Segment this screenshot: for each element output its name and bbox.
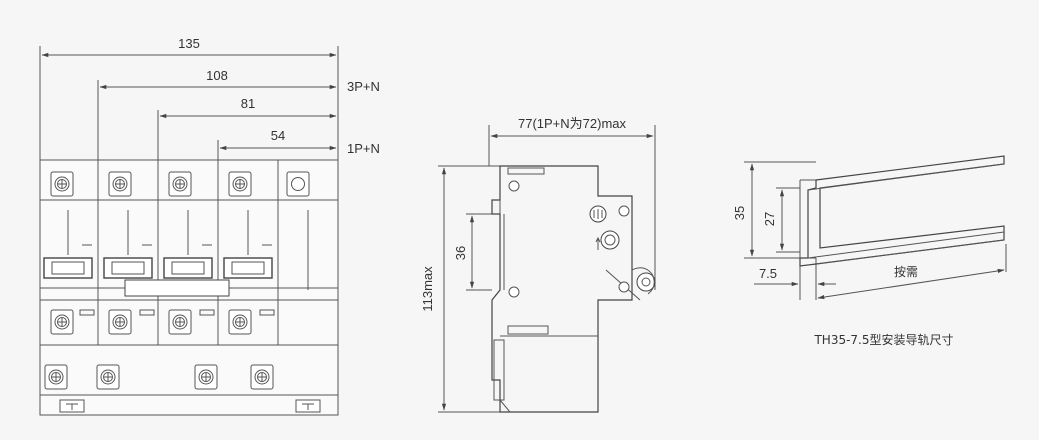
dim-height-label: 113max: [420, 266, 435, 312]
dim-36-label: 36: [453, 246, 468, 260]
side-view: 77(1P+N为72)max 113max 36: [420, 116, 656, 413]
rail-caption: TH35-7.5型安装导轨尺寸: [813, 332, 953, 347]
breaker-body-side: [491, 165, 633, 413]
din-rail-profile: [799, 155, 1005, 267]
label-3pn: 3P+N: [347, 79, 380, 94]
label-1pn: 1P+N: [347, 141, 380, 156]
rail-view: 35 27 7.5 按需 TH35-7.5型安装导轨尺寸: [732, 155, 1007, 347]
dim-length-label: 按需: [894, 265, 918, 279]
dim-27-label: 27: [762, 212, 777, 226]
front-view: 135 108 81 54 3P+N 1P+N: [39, 36, 380, 416]
dim-depth-label: 77(1P+N为72)max: [518, 116, 627, 131]
dim-135-label: 135: [178, 36, 200, 51]
dim-7-5-label: 7.5: [759, 266, 777, 281]
dim-108-label: 108: [206, 68, 228, 83]
dim-line-length: [817, 268, 1005, 300]
dim-35-label: 35: [732, 206, 747, 220]
dim-81-label: 81: [241, 96, 255, 111]
dim-54-label: 54: [271, 128, 285, 143]
